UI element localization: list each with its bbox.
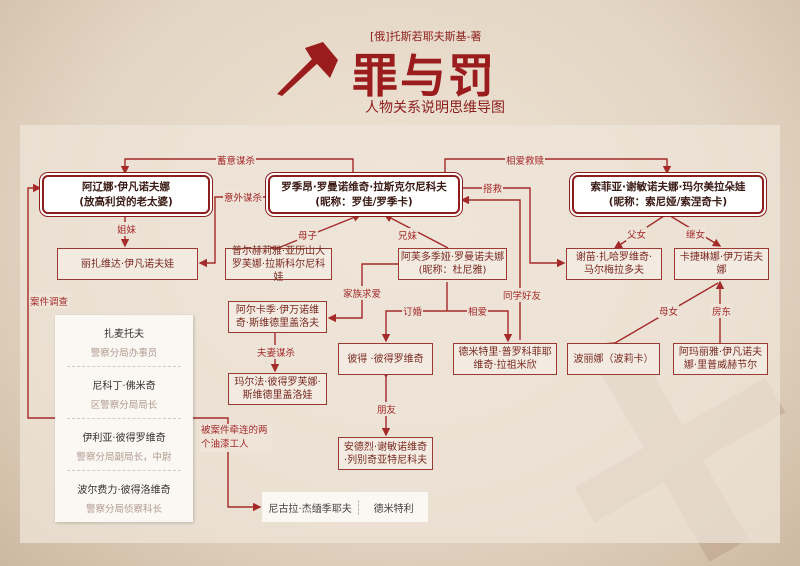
node-amalia[interactable]: 阿玛丽雅·伊凡诺夫娜·里普威赫节尔 — [673, 343, 768, 375]
axe-icon — [277, 42, 338, 96]
node-alyona[interactable]: 阿辽娜·伊凡诺夫娜 (放高利贷的老太婆) — [42, 175, 210, 214]
police-role: 警察分局侦察科长 — [85, 504, 162, 515]
node-sonya[interactable]: 索菲亚·谢敏诺夫娜·玛尔美拉朵娃 (昵称：索尼娅/索涅奇卡) — [572, 175, 764, 214]
relation-label: 家族求爱 — [342, 286, 383, 300]
node-marfa[interactable]: 玛尔法·彼得罗芙娜·斯维德里盖洛娃 — [228, 373, 327, 405]
node-polina[interactable]: 波丽娜（波莉卡） — [567, 343, 660, 375]
worker-name: 尼古拉·杰缅季耶夫 — [262, 499, 360, 515]
relation-label: 相爱 — [467, 304, 489, 318]
relation-label: 姐妹 — [116, 222, 138, 236]
relation-label: 夫妻谋杀 — [256, 345, 297, 359]
relation-label: 蓄意谋杀 — [216, 153, 257, 167]
node-luzhin[interactable]: 彼得 ·彼得罗维奇 — [338, 343, 433, 375]
relation-label: 意外谋杀 — [223, 190, 264, 204]
relation-label: 相爱救赎 — [505, 153, 546, 167]
node-nickname: (昵称：杜尼雅) — [418, 265, 487, 276]
node-nickname: (昵称：索尼娅/索涅奇卡) — [608, 195, 728, 208]
relation-label: 房东 — [711, 304, 733, 318]
node-rodion[interactable]: 罗季昂·罗曼诺维奇·拉斯克尔尼科夫 (昵称：罗佳/罗季卡) — [268, 175, 460, 214]
police-name: 扎麦托夫 — [104, 329, 144, 340]
police-role: 警察分局副局长，中尉 — [67, 449, 181, 471]
node-lizaveta[interactable]: 丽扎维达·伊凡诺夫娃 — [57, 248, 198, 280]
relation-label: 继女 — [685, 227, 707, 241]
police-name: 波尔费力·彼得洛维奇 — [77, 485, 171, 496]
relation-label: 父女 — [626, 227, 648, 241]
relation-label: 搭救 — [482, 181, 504, 195]
police-role: 区警察分局局长 — [67, 397, 181, 419]
police-role: 警察分局办事员 — [67, 345, 181, 367]
node-pulcheria[interactable]: 普尔赫莉雅·亚历山大罗芙娜·拉斯科尔尼科娃 — [225, 246, 332, 283]
author-line: [俄]托斯若耶夫斯基-著 — [370, 30, 482, 43]
node-razumikhin[interactable]: 德米特里·普罗科菲耶维奇·拉祖米欣 — [453, 343, 557, 375]
page-subtitle: 人物关系说明思维导图 — [365, 100, 505, 116]
node-dunya[interactable]: 阿芙多季娅·罗曼诺夫娜 (昵称：杜尼雅) — [398, 248, 507, 280]
node-name: 阿辽娜·伊凡诺夫娜 — [82, 180, 170, 193]
relation-label: 同学好友 — [502, 288, 543, 302]
node-lebezyatnikov[interactable]: 安德烈·谢敏诺维奇·列别奇亚特尼科夫 — [338, 437, 433, 470]
relation-label: 被案件牵连的两个油漆工人 — [200, 424, 272, 452]
node-svidrigailov[interactable]: 阿尔卡季·伊万诺维奇·斯维德里盖洛夫 — [228, 301, 327, 333]
police-name: 尼科丁·佛米奇 — [92, 381, 156, 392]
node-name: 阿芙多季娅·罗曼诺夫娜 — [400, 252, 505, 263]
node-name: 索菲亚·谢敏诺夫娜·玛尔美拉朵娃 — [590, 180, 746, 193]
node-name: 罗季昂·罗曼诺维奇·拉斯克尔尼科夫 — [281, 180, 447, 193]
relation-label: 兄妹 — [397, 228, 419, 242]
node-marmeladov[interactable]: 谢苗·扎哈罗维奇·马尔梅拉多夫 — [566, 248, 662, 280]
police-name: 伊利亚·彼得罗维奇 — [82, 433, 166, 444]
node-katerina[interactable]: 卡捷琳娜·伊万诺夫娜 — [674, 248, 769, 280]
worker-name: 德米特利 — [373, 503, 414, 515]
node-nickname: (昵称：罗佳/罗季卡) — [315, 195, 413, 208]
relation-label: 订婚 — [402, 304, 424, 318]
workers-box[interactable]: 尼古拉·杰缅季耶夫 德米特利 — [262, 492, 428, 522]
node-nickname: (放高利贷的老太婆) — [79, 195, 173, 208]
police-note: 扎麦托夫 警察分局办事员 尼科丁·佛米奇 区警察分局局长 伊利亚·彼得罗维奇 警… — [55, 315, 193, 522]
relation-label: 朋友 — [376, 402, 398, 416]
relation-label: 母子 — [297, 228, 319, 242]
relation-label: 案件调查 — [29, 294, 70, 308]
relation-label: 母女 — [658, 304, 680, 318]
page-title: 罪与罚 — [352, 49, 496, 103]
